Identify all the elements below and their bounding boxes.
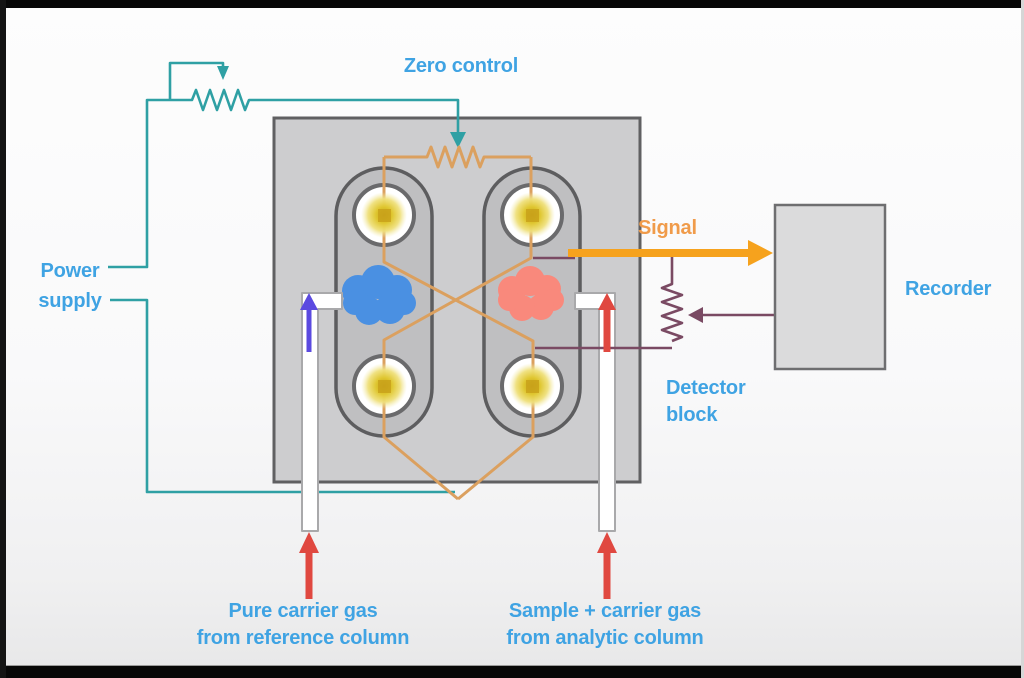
left-letterbox-bar bbox=[0, 0, 6, 678]
detector-block-label: Detector block bbox=[666, 377, 746, 426]
sample-inlet-arrow-icon bbox=[597, 532, 617, 599]
rheostat-wiper-wire bbox=[168, 61, 225, 100]
signal-arrow-icon bbox=[748, 240, 773, 266]
recorder-box bbox=[773, 203, 887, 371]
recorder-label: Recorder bbox=[905, 278, 992, 300]
reference-inlet-arrow-icon bbox=[299, 532, 319, 599]
feedback-arrow-icon bbox=[688, 307, 703, 323]
power-circuit-wire-top bbox=[108, 88, 460, 269]
reference-inlet-tube bbox=[301, 292, 343, 532]
sample-gas-cloud bbox=[498, 266, 564, 321]
filament-coil-top-left bbox=[378, 209, 391, 222]
sample-flow-arrow-icon bbox=[598, 293, 616, 352]
bottom-frame-line bbox=[0, 665, 1024, 666]
reference-flow-arrow-icon bbox=[300, 293, 318, 352]
reference-inlet-label: Pure carrier gas from reference column bbox=[196, 600, 410, 649]
zero-control-label: Zero control bbox=[403, 55, 519, 77]
right-frame-line bbox=[1021, 0, 1024, 678]
sample-inlet-label: Sample + carrier gas from analytic colum… bbox=[506, 600, 704, 649]
balance-potentiometer bbox=[660, 257, 684, 343]
zero-control-resistor bbox=[384, 145, 531, 169]
reference-gas-cloud bbox=[342, 265, 416, 325]
filament-coil-bottom-right bbox=[526, 380, 539, 393]
top-letterbox-bar bbox=[0, 0, 1024, 8]
rheostat-wiper-arrow-icon bbox=[217, 66, 229, 80]
filament-coil-bottom-left bbox=[378, 380, 391, 393]
power-supply-label: Power supply bbox=[38, 260, 102, 312]
filament-coil-top-right bbox=[526, 209, 539, 222]
zero-control-arrow-icon bbox=[450, 132, 466, 148]
sample-inlet-tube bbox=[574, 292, 616, 532]
bottom-letterbox-bar bbox=[0, 666, 1024, 678]
signal-label: Signal bbox=[638, 217, 697, 239]
